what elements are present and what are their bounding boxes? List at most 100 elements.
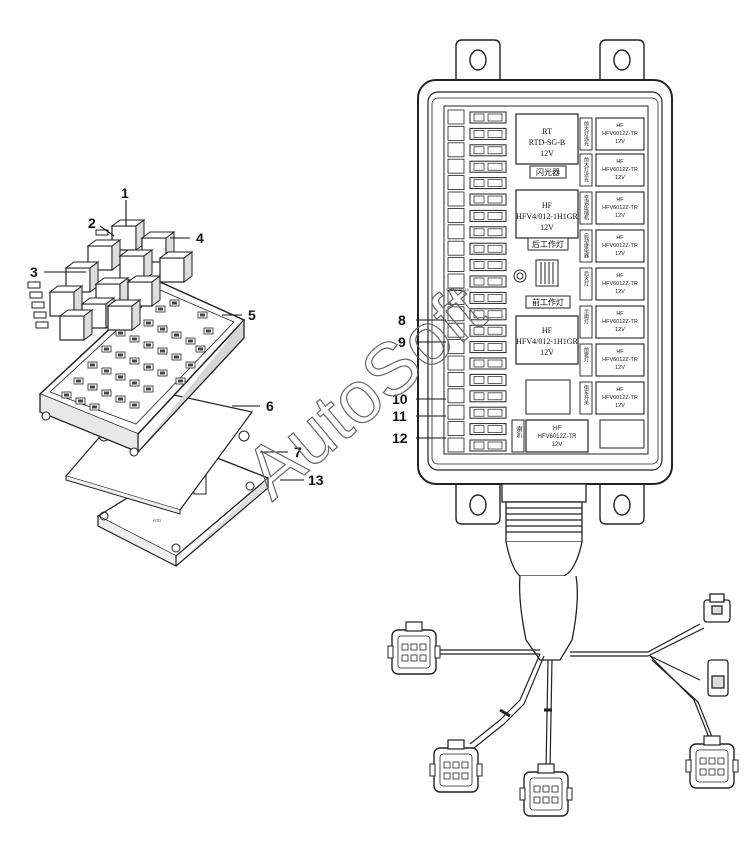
right-relay-plate: HF HFV6012Z-TR 12V — [595, 229, 645, 263]
fuse-slot — [447, 126, 507, 141]
right-relay-plate: HF HFV6012Z-TR 12V — [595, 343, 645, 377]
relay-lower-line3: 12V — [540, 348, 554, 357]
fuse-slot — [447, 224, 507, 240]
right-side-label-text: 空调压缩机 — [583, 194, 589, 221]
connector-small-mid — [707, 659, 729, 697]
front-work-light-label: 前工作灯 — [532, 297, 564, 307]
callout-5: 5 — [248, 307, 256, 323]
fuse-slot — [447, 421, 507, 437]
relay-upper-line1: HF — [542, 201, 553, 210]
right-relay-line: HFV6012Z-TR — [602, 131, 638, 137]
right-relay-line: HF — [616, 123, 624, 129]
right-relay-line: 12V — [615, 139, 625, 145]
fuse-slot — [447, 355, 507, 371]
right-side-label: 倒车开关 — [579, 381, 593, 415]
callout-6: 6 — [266, 398, 274, 414]
right-relay-line: HFV6012Z-TR — [602, 167, 638, 173]
right-relay-line: HF — [616, 273, 624, 279]
right-side-label-text: 后大灯 — [583, 270, 589, 287]
right-side-label: 启动继电器 — [579, 229, 593, 263]
fuse-slot — [447, 175, 507, 191]
relay-bottom-line1: HF — [553, 426, 561, 432]
relay-bottom-line2: HFV6012Z-TR — [537, 434, 577, 440]
connector-bottom-left — [429, 739, 483, 793]
diode-block — [513, 259, 559, 287]
callout-9: 9 — [398, 334, 406, 350]
callout-leaders-right — [416, 319, 446, 439]
fuse-slot — [447, 158, 507, 174]
right-relay-line: HFV6012Z-TR — [602, 395, 638, 401]
flasher-label: 闪光器 — [536, 167, 560, 177]
relay-bottom — [525, 419, 589, 453]
fuse-slot — [447, 109, 507, 125]
right-relay-line: 12V — [615, 365, 625, 371]
relay-lower-line2: HFV4/012-1H1GR — [516, 337, 578, 346]
right-side-label-text: 前大灯近光 — [583, 156, 589, 183]
wiring-harness — [387, 483, 739, 817]
callout-3: 3 — [30, 264, 38, 280]
right-side-label: 前大灯远光 — [579, 117, 593, 151]
fuse-column — [447, 109, 507, 453]
callout-11: 11 — [392, 408, 407, 424]
right-relay-line: HF — [616, 197, 624, 203]
left-code: SIMMM8124 — [446, 287, 469, 292]
right-side-label-text: 前大灯远光 — [583, 120, 589, 147]
right-relay-line: HFV6012Z-TR — [602, 319, 638, 325]
right-side-label-text: 启动继电器 — [583, 232, 589, 259]
right-relay-line: HFV6012Z-TR — [602, 243, 638, 249]
callout-1: 1 — [121, 185, 129, 201]
main-housing — [38, 281, 246, 457]
callout-10: 10 — [392, 391, 408, 407]
horn-label: 喇叭 — [515, 425, 522, 439]
connector-small-top — [703, 593, 731, 623]
fuse-slot — [447, 388, 507, 404]
right-relay-line: 12V — [615, 175, 625, 181]
relay-upper-line2: HFV4/012-1H1GR — [516, 212, 578, 221]
fuse-slot — [447, 191, 507, 207]
fuse-slot — [447, 289, 507, 305]
callout-4: 4 — [196, 230, 204, 246]
harness-trunk — [518, 575, 578, 661]
right-relay-line: HF — [616, 235, 624, 241]
connector-bottom-right — [685, 735, 739, 789]
relay-hfv4-lower — [515, 315, 579, 365]
callout-8: 8 — [398, 312, 406, 328]
fuse-slot — [447, 339, 507, 355]
right-relay-line: HF — [616, 349, 624, 355]
callout-numbers-left: 1 2 3 4 5 6 7 13 — [30, 185, 324, 488]
fuse-slot — [447, 437, 507, 453]
fuse-slot — [447, 257, 507, 273]
right-relay-line: HFV6012Z-TR — [602, 357, 638, 363]
callout-leaders-left — [44, 200, 304, 481]
fuse-slot — [447, 404, 507, 420]
callout-12: 12 — [392, 430, 408, 446]
right-relay-line: 12V — [615, 289, 625, 295]
relay-rt-line3: 12V — [540, 149, 554, 158]
fuse-slot — [447, 322, 507, 338]
right-relay-plate: HF HFV6012Z-TR 12V — [595, 267, 645, 301]
right-side-label: 后大灯 — [579, 267, 593, 301]
callout-numbers-right: 8 9 10 11 12 — [392, 312, 408, 446]
right-relay-line: 12V — [615, 251, 625, 257]
fuse-slot — [447, 142, 507, 158]
relay-lower-line1: HF — [542, 326, 553, 335]
right-relay-line: HFV6012Z-TR — [602, 281, 638, 287]
callout-13: 13 — [308, 472, 324, 488]
relay-bottom-line3: 12V — [552, 442, 563, 448]
right-relay-line: 12V — [615, 327, 625, 333]
fuse-slot — [447, 306, 507, 322]
right-relay-line: HF — [616, 387, 624, 393]
right-side-label: 空调压缩机 — [579, 191, 593, 225]
callout-2: 2 — [88, 215, 96, 231]
relay-stack — [27, 219, 193, 341]
callout-7: 7 — [294, 444, 302, 460]
cable-grommet — [501, 483, 587, 577]
relay-rt — [515, 113, 579, 165]
connector-bottom-center — [519, 763, 573, 817]
